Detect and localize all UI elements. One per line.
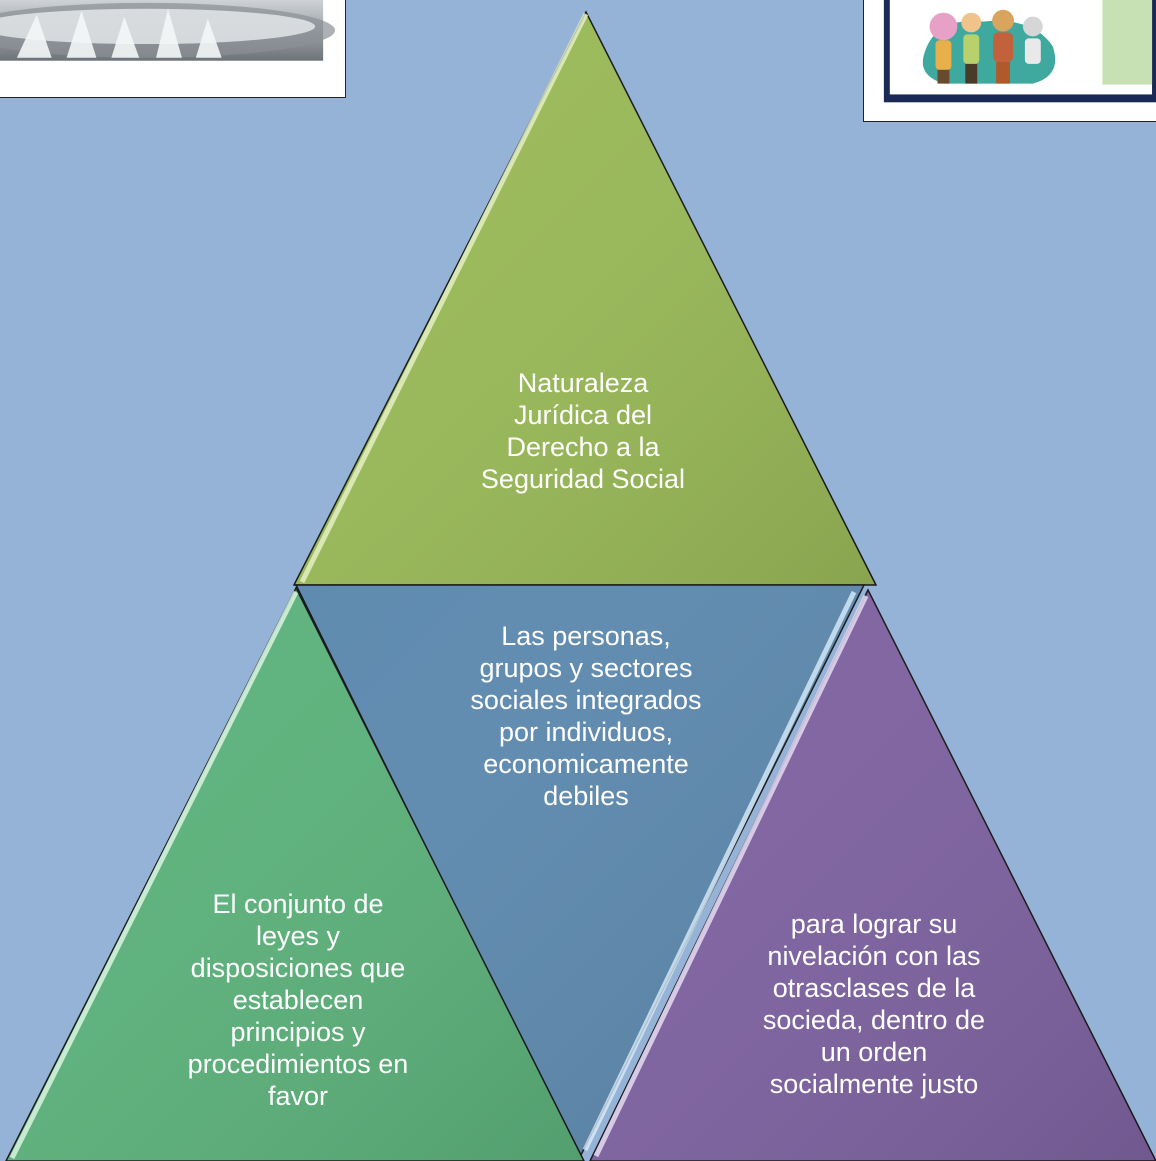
triangle-left-shade: [6, 588, 584, 1161]
triangle-right-highlight: [593, 594, 869, 1158]
label-right-nivelacion: para lograr su nivelación con las otrasc…: [762, 909, 986, 1099]
photo-community-graphic: [883, 0, 1156, 103]
photo-justice-graphic: [0, 0, 336, 61]
label-top-naturaleza: Naturaleza Jurídica del Derecho a la Seg…: [480, 368, 686, 494]
triangle-middle-shade: [296, 585, 864, 1157]
triangle-left-highlight: [9, 590, 299, 1160]
label-left-conjunto: El conjunto de leyes y disposiciones que…: [187, 889, 409, 1111]
triangle-top-highlight: [299, 12, 589, 584]
photo-justice-image: [0, 0, 346, 98]
photo-community-image: [863, 0, 1156, 122]
triangle-top-shade: [294, 12, 876, 585]
triangle-middle-highlight: [582, 590, 857, 1152]
triangle-right-shade: [590, 590, 1156, 1161]
label-middle-personas: Las personas, grupos y sectores sociales…: [470, 621, 702, 811]
